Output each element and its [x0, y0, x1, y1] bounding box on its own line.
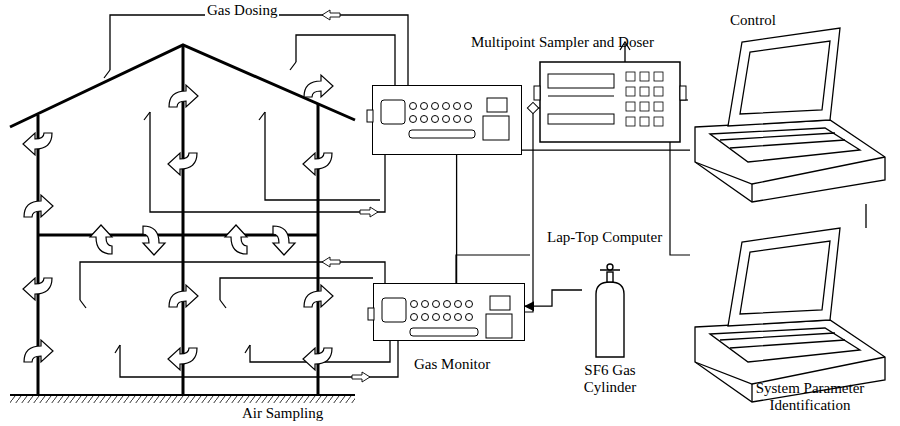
- instrument-box: Multipoint Sampler and Doser: [372, 85, 522, 155]
- connector-line: [456, 155, 457, 283]
- node-label: System Parameter Identification: [735, 380, 885, 415]
- node-outline: [582, 262, 638, 362]
- sampling-tube: [80, 262, 398, 377]
- controller-unit: [534, 42, 686, 142]
- flow-arrow: [322, 10, 378, 382]
- node-label: SF6 Gas Cylinder: [568, 362, 652, 397]
- connector-line: [525, 290, 582, 306]
- connector-line: [865, 204, 866, 228]
- computer: Control: [690, 12, 890, 204]
- node-outline: [690, 228, 888, 378]
- computer: System Parameter Identification: [690, 228, 888, 378]
- node-outline: [690, 12, 890, 204]
- node-label: Control: [730, 12, 776, 29]
- nozzle: [80, 62, 296, 353]
- airflow-arrow: [23, 75, 333, 370]
- node-label: Multipoint Sampler and Doser: [471, 34, 654, 51]
- ground-hatch: [10, 395, 355, 403]
- connector: [527, 102, 538, 113]
- free-label: Gas Dosing: [205, 2, 279, 19]
- free-label: Lap-Top Computer: [545, 229, 664, 246]
- node-outline: [373, 86, 521, 154]
- free-label: Air Sampling: [240, 405, 325, 422]
- building-frame: [10, 45, 355, 395]
- node-outline: [374, 284, 524, 340]
- gas-cylinder: SF6 Gas Cylinder: [582, 262, 638, 362]
- dosing-tube: [110, 15, 408, 212]
- node-label: Gas Monitor: [414, 356, 490, 373]
- connector-line: [522, 149, 690, 150]
- instrument-box: Gas Monitor: [373, 283, 525, 341]
